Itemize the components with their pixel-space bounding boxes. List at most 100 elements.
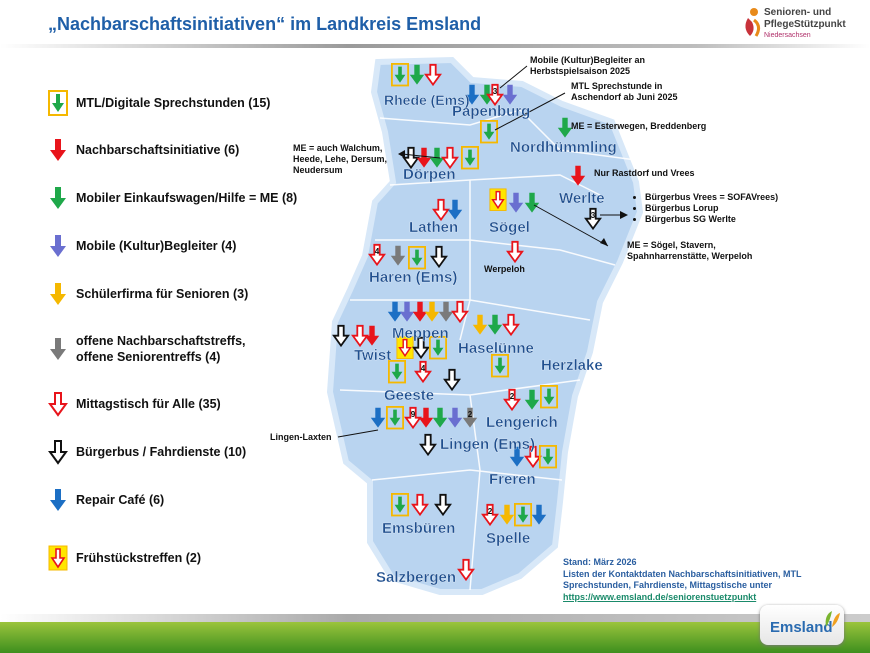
bb-marker-icon bbox=[419, 433, 437, 457]
leaf-icon bbox=[825, 611, 840, 627]
emsland-logo: Emsland bbox=[760, 605, 844, 645]
sf-marker-icon bbox=[472, 314, 488, 335]
rc-marker-icon bbox=[447, 199, 463, 220]
town-label-lingen-ems-: Lingen (Ems) bbox=[440, 436, 535, 453]
town-label-rhede-ems-: Rhede (Ems) bbox=[384, 92, 470, 108]
note-buergerbus-item: Bürgerbus SG Werlte bbox=[645, 214, 778, 225]
town-label-freren: Freren bbox=[489, 471, 536, 488]
bb-marker-icon bbox=[332, 324, 350, 348]
me-marker-icon bbox=[557, 117, 573, 138]
ont-marker-icon: 2 bbox=[462, 407, 478, 428]
municipal-borders bbox=[339, 109, 637, 591]
town-label-werlte: Werlte bbox=[559, 190, 605, 207]
legend-label: Mobile (Kultur)Begleiter (4) bbox=[76, 239, 237, 253]
logo-icon bbox=[745, 8, 761, 37]
bb-marker-icon bbox=[430, 245, 448, 269]
marker-count: 2 bbox=[510, 392, 515, 401]
stand-date: Stand: März 2026 bbox=[563, 557, 637, 567]
marker-count: 2 bbox=[488, 507, 493, 516]
logo-line2: PflegeStützpunkt bbox=[764, 19, 846, 30]
mt-marker-icon: 3 bbox=[486, 83, 504, 107]
legend-item-ont: offene Nachbarschaftstreffs, offene Seni… bbox=[48, 333, 266, 365]
me-marker-icon bbox=[524, 389, 540, 410]
town-label-twist: Twist bbox=[354, 347, 391, 364]
town-label-lathen: Lathen bbox=[409, 219, 458, 236]
note-soegel-me: ME = Sögel, Stavern, Spahnharrenstätte, … bbox=[627, 240, 753, 261]
marker-count: 4 bbox=[421, 364, 426, 373]
note-buergerbus-item: Bürgerbus Lorup bbox=[645, 203, 778, 214]
marker-count: 9 bbox=[411, 410, 416, 419]
legend-item-rc: Repair Café (6) bbox=[48, 487, 164, 513]
mtl-marker-icon bbox=[539, 445, 558, 469]
town-label-nordhümmling: Nordhümmling bbox=[510, 139, 617, 156]
mt-marker-icon bbox=[502, 313, 520, 337]
town-label-papenburg: Papenburg bbox=[452, 103, 530, 120]
mt-marker-icon bbox=[451, 300, 469, 324]
me-marker-icon bbox=[432, 407, 448, 428]
mtl-marker-icon bbox=[514, 503, 533, 527]
sf-marker-icon bbox=[499, 504, 515, 525]
legend-label: MTL/Digitale Sprechstunden (15) bbox=[76, 96, 271, 110]
marker-count: 2 bbox=[468, 410, 473, 419]
kb-marker-icon bbox=[447, 407, 463, 428]
mtl-arrow-icon bbox=[48, 90, 68, 116]
mt-marker-icon: 2 bbox=[503, 388, 521, 412]
legend-label: offene Nachbarschaftstreffs, offene Seni… bbox=[76, 334, 246, 364]
marker-count: 3 bbox=[591, 211, 596, 220]
town-label-haselünne: Haselünne bbox=[458, 340, 534, 357]
bb-marker-icon bbox=[443, 368, 461, 392]
rc-marker-icon bbox=[509, 446, 525, 467]
page-title: „Nachbarschaftsinitiativen“ im Landkreis… bbox=[48, 14, 482, 34]
bb-marker-icon: 3 bbox=[584, 207, 602, 231]
kb-marker-icon bbox=[502, 84, 518, 105]
legend-item-kb: Mobile (Kultur)Begleiter (4) bbox=[48, 233, 236, 259]
mt-marker-icon bbox=[441, 146, 459, 170]
mt-marker-icon: 4 bbox=[414, 360, 432, 384]
legend-item-fr: Frühstückstreffen (2) bbox=[48, 545, 201, 571]
bb-marker-icon bbox=[434, 493, 452, 517]
bb-arrow-icon bbox=[48, 440, 68, 465]
me-marker-icon bbox=[487, 314, 503, 335]
ni-marker-icon bbox=[416, 147, 432, 168]
note-kulturbegleiter: Mobile (Kultur)Begleiter an Herbstspiels… bbox=[530, 55, 646, 76]
note-esterwegen: ME = Esterwegen, Breddenberg bbox=[571, 121, 707, 131]
legend-label: Bürgerbus / Fahrdienste (10) bbox=[76, 445, 247, 459]
legend-label: Mobiler Einkaufswagen/Hilfe = ME (8) bbox=[76, 191, 298, 205]
note-rastdorf: Nur Rastdorf und Vrees bbox=[594, 168, 695, 178]
legend-item-ni: Nachbarschaftsinitiative (6) bbox=[48, 137, 239, 163]
mt-marker-icon bbox=[424, 63, 442, 87]
note-werpeloh: Werpeloh bbox=[484, 264, 525, 274]
note-lingen-laxten: Lingen-Laxten bbox=[270, 432, 332, 442]
ont-arrow-icon bbox=[50, 338, 66, 360]
rc-marker-icon bbox=[531, 504, 547, 525]
mt-marker-icon bbox=[457, 558, 475, 582]
town-label-herzlake: Herzlake bbox=[541, 357, 603, 374]
logo-line3: Niedersachsen bbox=[764, 32, 811, 39]
mtl-marker-icon bbox=[540, 385, 559, 409]
note-buergerbus-item: Bürgerbus Vrees = SOFAVrees) bbox=[645, 192, 778, 203]
town-label-lengerich: Lengerich bbox=[486, 414, 558, 431]
legend-item-me: Mobiler Einkaufswagen/Hilfe = ME (8) bbox=[48, 185, 297, 211]
header-divider bbox=[0, 44, 870, 48]
senioren-stuetzpunkt-logo: Senioren- und PflegeStützpunkt Niedersac… bbox=[742, 4, 862, 40]
note-buergerbus: Bürgerbus Vrees = SOFAVrees) Bürgerbus L… bbox=[633, 192, 778, 225]
mt-marker-icon bbox=[432, 198, 450, 222]
me-arrow-icon bbox=[50, 187, 66, 209]
mt-arrow-icon bbox=[48, 392, 68, 417]
mt-marker-icon: 4 bbox=[368, 243, 386, 267]
ont-marker-icon bbox=[390, 245, 406, 266]
town-label-haren-ems-: Haren (Ems) bbox=[369, 269, 457, 286]
info-text: Listen der Kontaktdaten Nachbarschaftsin… bbox=[563, 568, 802, 591]
kb-arrow-icon bbox=[50, 235, 66, 257]
legend-item-bb: Bürgerbus / Fahrdienste (10) bbox=[48, 439, 246, 465]
fr-marker-icon bbox=[489, 188, 507, 211]
rc-marker-icon bbox=[387, 301, 403, 322]
info-link[interactable]: https://www.emsland.de/seniorenstuetzpun… bbox=[563, 591, 757, 602]
footer-bar bbox=[0, 622, 870, 653]
town-label-emsbüren: Emsbüren bbox=[382, 520, 455, 537]
ni-marker-icon bbox=[364, 325, 380, 346]
legend-item-sf: Schülerfirma für Senioren (3) bbox=[48, 281, 248, 307]
mt-marker-icon bbox=[524, 445, 542, 469]
legend-item-mt: Mittagstisch für Alle (35) bbox=[48, 391, 221, 417]
legend-label: Frühstückstreffen (2) bbox=[76, 551, 202, 565]
